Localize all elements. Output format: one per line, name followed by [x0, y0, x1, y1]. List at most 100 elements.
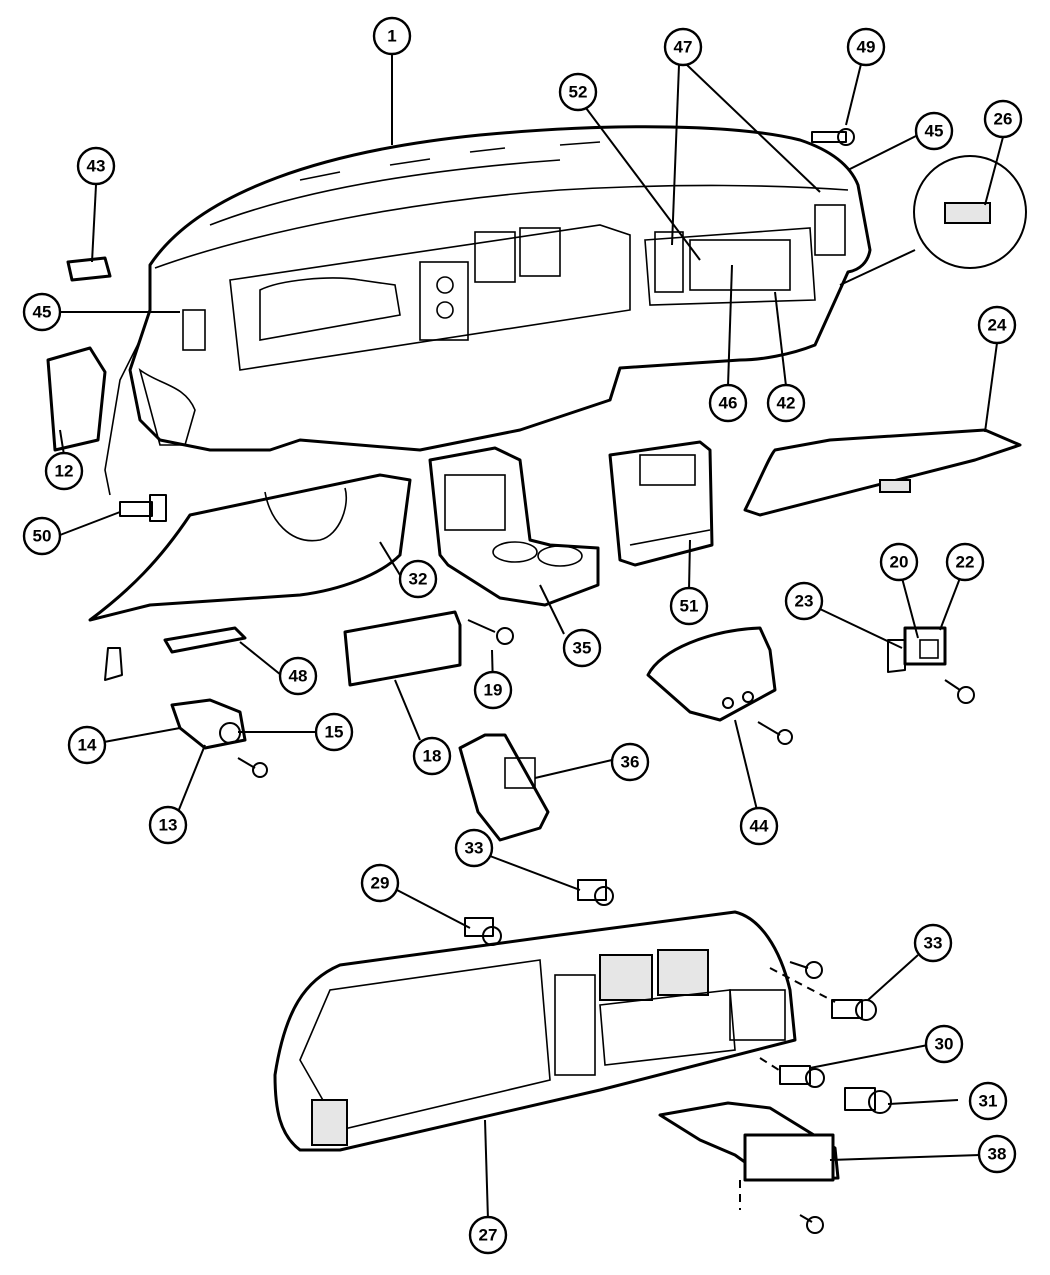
callout-29: 29: [360, 863, 400, 903]
svg-text:24: 24: [988, 316, 1007, 335]
callout-45-top: 45: [914, 111, 954, 151]
callout-48: 48: [278, 656, 318, 696]
callout-13: 13: [148, 805, 188, 845]
callout-bubbles: 1 47 49 52 45 26 43 45 24 46 42 12 50 32…: [22, 16, 1023, 1255]
part-14-switch: [170, 698, 247, 750]
callout-33-top: 33: [454, 828, 494, 868]
svg-text:15: 15: [325, 723, 344, 742]
callout-27: 27: [468, 1215, 508, 1255]
svg-text:22: 22: [956, 553, 975, 572]
svg-text:46: 46: [719, 394, 738, 413]
callout-12: 12: [44, 451, 84, 491]
callout-45-left: 45: [22, 292, 62, 332]
callout-38: 38: [977, 1134, 1017, 1174]
svg-text:42: 42: [777, 394, 796, 413]
part-26-detail-view: [839, 155, 1027, 286]
part-43-clip: [66, 256, 112, 282]
svg-text:38: 38: [988, 1145, 1007, 1164]
callout-33-right: 33: [913, 923, 953, 963]
bezel-screw-upper: [789, 961, 823, 979]
part-13-screw: [237, 757, 268, 778]
svg-text:1: 1: [387, 27, 396, 46]
part-29-bulb: [464, 917, 502, 946]
instrument-panel-part-1: [104, 125, 872, 496]
part-33-bulb-right: [831, 999, 877, 1021]
part-12-cover: [46, 346, 107, 452]
callout-36: 36: [610, 742, 650, 782]
callout-14: 14: [67, 725, 107, 765]
callout-42: 42: [766, 383, 806, 423]
callout-15: 15: [314, 712, 354, 752]
bezel-screw-lower: [799, 1214, 824, 1234]
svg-text:20: 20: [890, 553, 909, 572]
svg-text:27: 27: [479, 1226, 498, 1245]
part-48-trim-strip: [163, 626, 247, 654]
leader-lines: [59, 55, 1004, 1221]
svg-text:18: 18: [423, 747, 442, 766]
callout-51: 51: [669, 586, 709, 626]
part-20-22-23-bracket: [887, 626, 975, 704]
callout-52: 52: [558, 72, 598, 112]
callout-22: 22: [945, 542, 985, 582]
part-44-cover: [646, 626, 777, 722]
svg-text:36: 36: [621, 753, 640, 772]
svg-text:49: 49: [857, 38, 876, 57]
callout-46: 46: [708, 383, 748, 423]
callout-50: 50: [22, 516, 62, 556]
callout-44: 44: [739, 806, 779, 846]
svg-text:23: 23: [795, 592, 814, 611]
callout-32: 32: [398, 559, 438, 599]
alignment-lines: [739, 967, 836, 1210]
part-18-panel: [343, 610, 462, 687]
part-35-cup-holder: [428, 446, 600, 607]
part-50-bolt: [119, 494, 167, 522]
callout-18: 18: [412, 736, 452, 776]
svg-text:12: 12: [55, 462, 74, 481]
svg-text:14: 14: [78, 736, 97, 755]
part-24-glove-box: [743, 428, 1022, 517]
part-27-cluster-bezel: [273, 910, 797, 1152]
svg-text:33: 33: [465, 839, 484, 858]
svg-text:26: 26: [994, 110, 1013, 129]
svg-text:13: 13: [159, 816, 178, 835]
callout-24: 24: [977, 305, 1017, 345]
part-38-ashtray: [658, 1101, 840, 1182]
callout-20: 20: [879, 542, 919, 582]
part-36-bracket: [458, 733, 550, 842]
svg-text:52: 52: [569, 83, 588, 102]
svg-text:48: 48: [289, 667, 308, 686]
svg-text:47: 47: [674, 38, 693, 57]
part-32-knee-bolster: [88, 473, 412, 622]
svg-text:43: 43: [87, 157, 106, 176]
svg-text:29: 29: [371, 874, 390, 893]
part-51-bezel: [608, 440, 714, 567]
part-30-socket: [779, 1065, 825, 1088]
push-pin-fastener: [104, 647, 123, 681]
part-31-bulb: [844, 1087, 892, 1114]
callout-1: 1: [372, 16, 412, 56]
svg-text:51: 51: [680, 597, 699, 616]
svg-text:45: 45: [33, 303, 52, 322]
part-33-bulb-upper: [577, 879, 614, 906]
svg-text:19: 19: [484, 681, 503, 700]
callout-23: 23: [784, 581, 824, 621]
callout-30: 30: [924, 1024, 964, 1064]
callout-35: 35: [562, 628, 602, 668]
part-44-screw: [757, 721, 793, 745]
callout-43: 43: [76, 146, 116, 186]
callout-47: 47: [663, 27, 703, 67]
svg-text:45: 45: [925, 122, 944, 141]
part-49-screw: [811, 128, 855, 146]
callout-31: 31: [968, 1081, 1008, 1121]
callout-26: 26: [983, 99, 1023, 139]
callout-49: 49: [846, 27, 886, 67]
svg-text:35: 35: [573, 639, 592, 658]
svg-text:31: 31: [979, 1092, 998, 1111]
svg-text:30: 30: [935, 1035, 954, 1054]
svg-text:44: 44: [750, 817, 769, 836]
svg-text:33: 33: [924, 934, 943, 953]
svg-text:32: 32: [409, 570, 428, 589]
part-19-screw: [467, 619, 514, 645]
callout-19: 19: [473, 670, 513, 710]
